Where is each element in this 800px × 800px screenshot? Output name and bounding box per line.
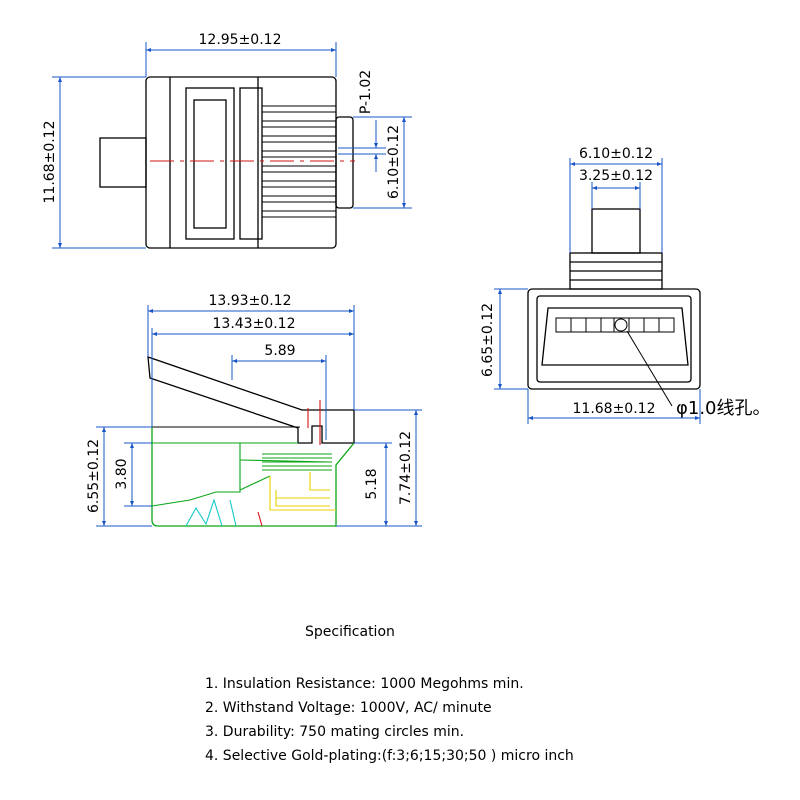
spec-title: Specification [305,624,395,640]
top-view [99,76,355,249]
front-view-contacts [555,317,675,333]
wire-hole-note: φ1.0线孔。 [676,398,771,419]
spec-item-durability: 3. Durability: 750 mating circles min. [205,724,465,740]
side-body-length-label: 13.43±0.12 [213,316,296,332]
top-view-contacts [262,105,336,218]
front-inner-label: 3.25±0.12 [579,168,653,184]
front-view-dimensions [494,158,701,424]
side-body-height-label: 6.55±0.12 [86,439,102,513]
spec-item-gold-plating: 4. Selective Gold-plating:(f:3;6;15;30;5… [205,748,574,764]
side-contact-height-label: 5.18 [364,468,380,499]
front-height-label: 6.65±0.12 [480,303,496,377]
spec-list: 1. Insulation Resistance: 1000 Megohms m… [205,672,574,768]
wire-hole-leader [626,330,673,407]
side-total-height-label: 7.74±0.12 [398,431,414,505]
top-contact-span-label: 6.10±0.12 [386,125,402,199]
spec-item-voltage: 2. Withstand Voltage: 1000V, AC/ minute [205,700,492,716]
top-width-label: 12.95±0.12 [199,32,282,48]
top-view-dimensions [52,42,412,249]
side-inner-height-label: 3.80 [114,458,130,489]
top-pitch-label: P-1.02 [358,70,374,114]
front-view [527,208,701,407]
side-view-wire-bundle [262,453,332,471]
front-width-label: 11.68±0.12 [573,401,656,417]
side-view-dimensions [96,305,422,527]
side-total-length-label: 13.93±0.12 [209,293,292,309]
side-contact-offset-label: 5.89 [264,343,295,359]
front-outer-label: 6.10±0.12 [579,146,653,162]
spec-item-insulation: 1. Insulation Resistance: 1000 Megohms m… [205,676,524,692]
side-view [147,356,355,527]
top-height-label: 11.68±0.12 [42,121,58,204]
